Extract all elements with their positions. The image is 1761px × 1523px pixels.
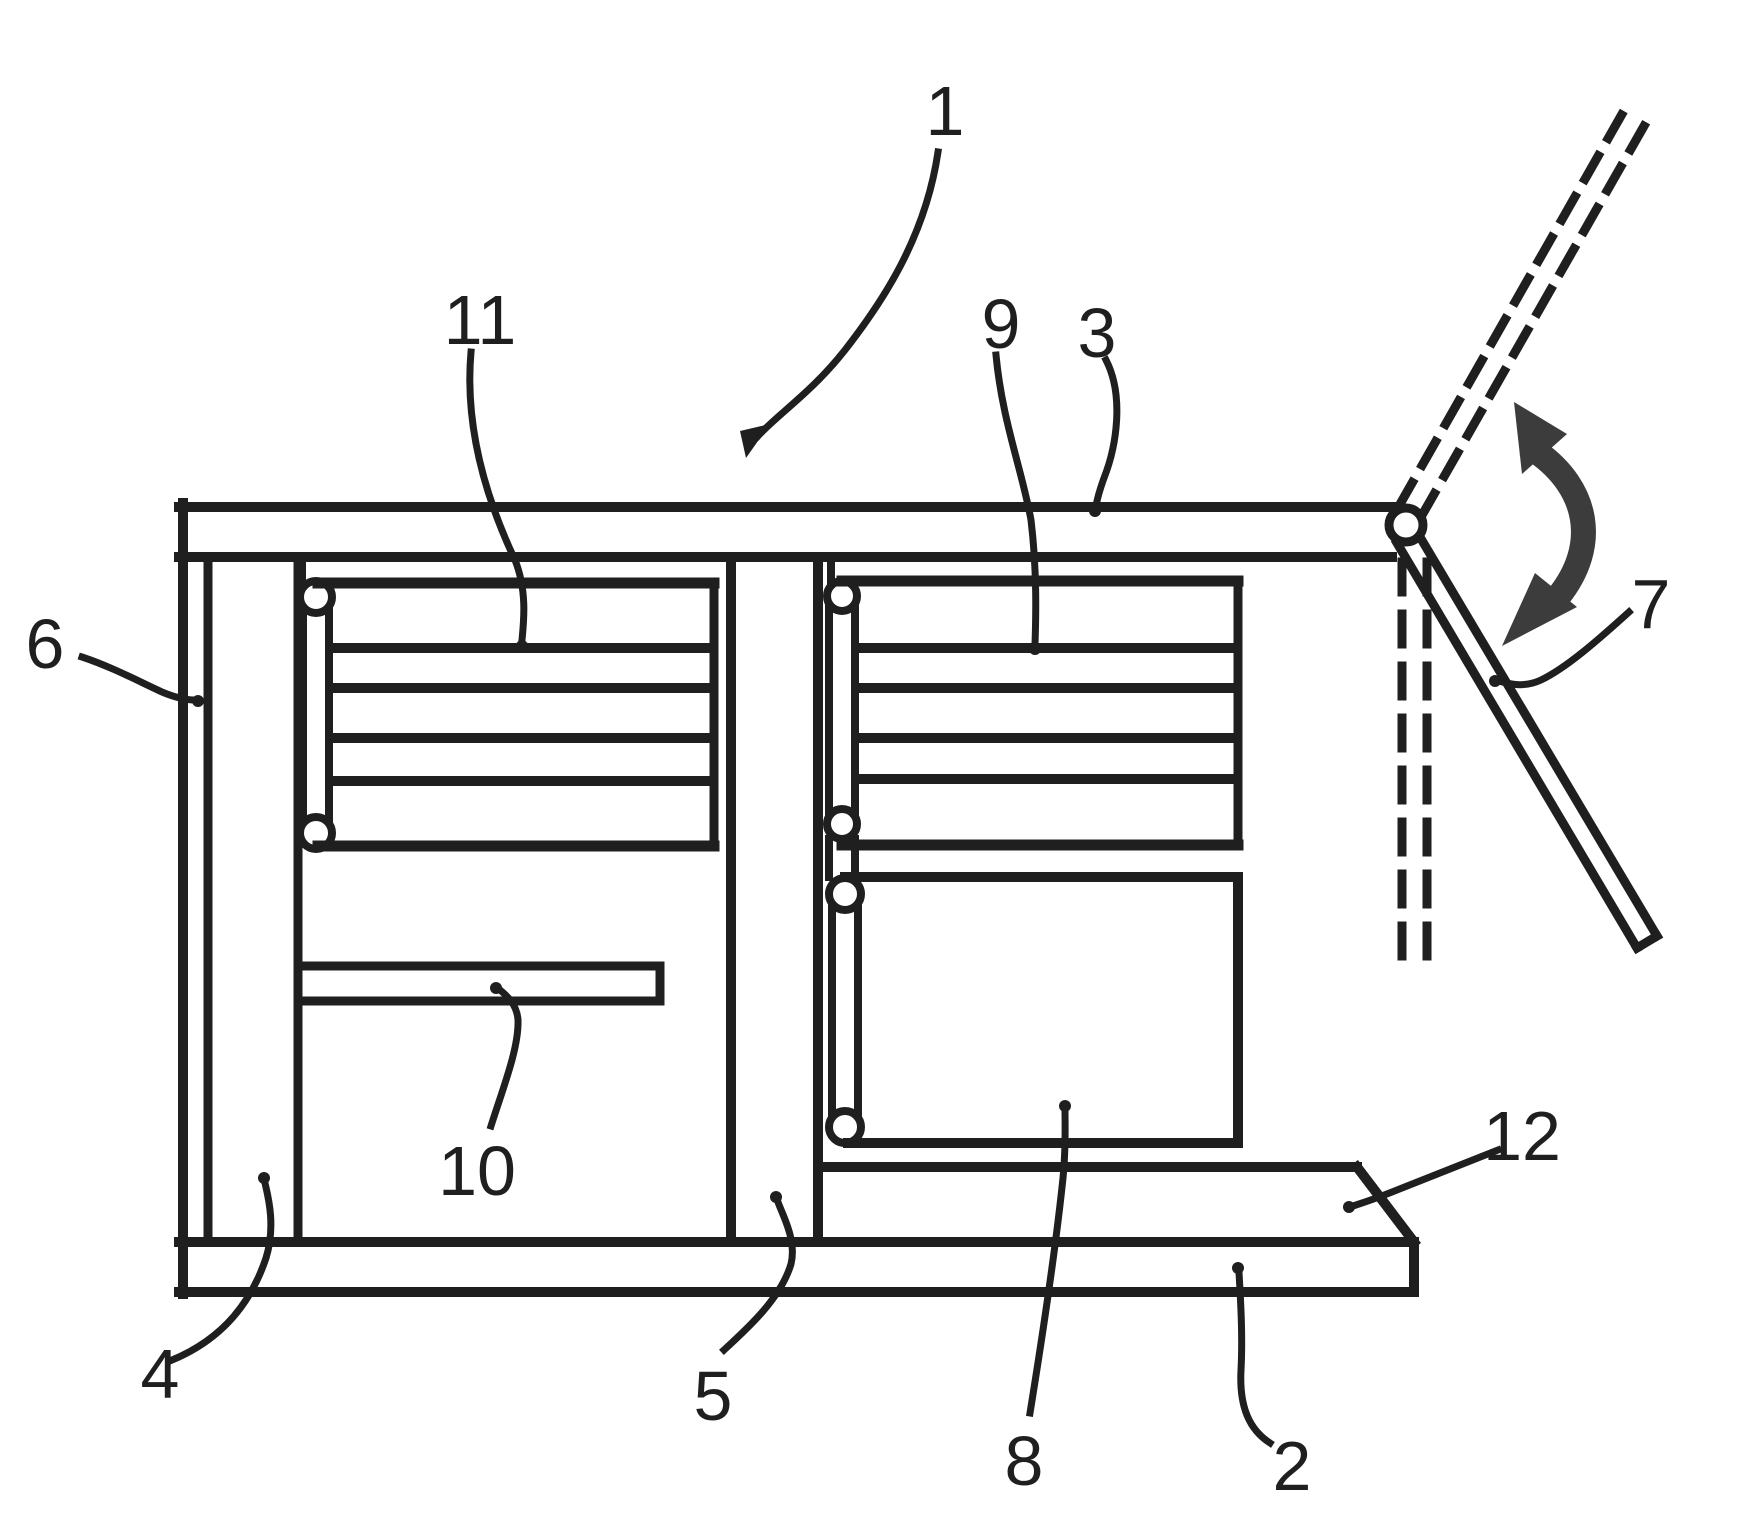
ref-label-8: 8 bbox=[1005, 1422, 1044, 1500]
leader-dot bbox=[1489, 675, 1501, 687]
leader-dot bbox=[490, 982, 502, 994]
leader-arrowhead-icon bbox=[740, 424, 770, 458]
leader-dot bbox=[516, 640, 528, 652]
ref-label-7: 7 bbox=[1632, 565, 1671, 643]
swing-arm-assembly bbox=[1384, 93, 1664, 973]
leader-line bbox=[1494, 607, 1634, 689]
pivot-roller-bottom bbox=[823, 805, 861, 843]
left-wall bbox=[178, 498, 213, 1299]
leader-line bbox=[1235, 1268, 1275, 1448]
cabinet-frame bbox=[174, 498, 1419, 1299]
leader-line bbox=[466, 348, 528, 644]
leader-2 bbox=[1232, 1262, 1275, 1448]
leader-line bbox=[1091, 355, 1121, 511]
slat-panel-left bbox=[296, 553, 720, 853]
leader-line bbox=[1348, 1145, 1503, 1211]
ref-label-5: 5 bbox=[694, 1357, 733, 1435]
ref-label-10: 10 bbox=[438, 1132, 516, 1210]
leader-line bbox=[719, 1197, 796, 1355]
leader-1 bbox=[740, 148, 942, 458]
center-divider bbox=[726, 552, 823, 1247]
leader-dot bbox=[1029, 643, 1041, 655]
arrow-arc bbox=[1519, 434, 1596, 615]
leader-dot bbox=[1232, 1262, 1244, 1274]
ref-label-1: 1 bbox=[926, 72, 965, 150]
panel-outline bbox=[840, 872, 1243, 1148]
leader-line bbox=[486, 985, 522, 1131]
arm-raised-dashed-line-1 bbox=[1392, 93, 1637, 513]
leader-dot bbox=[1059, 1100, 1071, 1112]
bottom-shelf-12 bbox=[817, 1159, 1422, 1250]
leader-12 bbox=[1343, 1145, 1503, 1213]
leader-10 bbox=[486, 982, 522, 1131]
arrow-head-up-icon bbox=[1514, 402, 1567, 474]
arm-end-cap bbox=[1630, 929, 1664, 955]
ref-label-9: 9 bbox=[982, 285, 1021, 363]
leader-lines bbox=[77, 148, 1634, 1448]
arm-solid-line-1 bbox=[1390, 536, 1644, 955]
panel-8 bbox=[825, 835, 1243, 1148]
leader-9 bbox=[992, 351, 1041, 655]
ref-label-12: 12 bbox=[1483, 1097, 1561, 1175]
leader-7 bbox=[1489, 607, 1634, 689]
arm-solid-line-2 bbox=[1410, 525, 1664, 943]
top-beam bbox=[174, 502, 1399, 562]
ref-label-2: 2 bbox=[1273, 1427, 1312, 1505]
leader-8 bbox=[1025, 1100, 1071, 1418]
arrow-head-down-icon bbox=[1502, 573, 1577, 646]
reference-labels: 1 2 3 4 5 6 7 8 9 10 11 12 bbox=[26, 72, 1671, 1505]
leader-line bbox=[77, 652, 198, 704]
shelf-slant-edge bbox=[1349, 1159, 1422, 1250]
leader-11 bbox=[466, 348, 528, 652]
leader-3 bbox=[1089, 355, 1121, 517]
leader-dot bbox=[1089, 505, 1101, 517]
leader-6 bbox=[77, 652, 204, 707]
swing-direction-arrow bbox=[1502, 402, 1596, 646]
slat-panel-right bbox=[823, 553, 1244, 851]
leader-dot bbox=[770, 1191, 782, 1203]
leader-line bbox=[167, 1178, 275, 1365]
leader-dot bbox=[192, 695, 204, 707]
shelf-10 bbox=[295, 961, 665, 1006]
leader-line bbox=[1025, 1106, 1069, 1418]
leader-4 bbox=[167, 1172, 275, 1365]
leader-5 bbox=[719, 1191, 796, 1355]
ref-label-6: 6 bbox=[26, 605, 65, 683]
leader-line bbox=[753, 148, 942, 441]
leader-dot bbox=[1343, 1201, 1355, 1213]
leader-line bbox=[992, 351, 1040, 648]
leader-dot bbox=[258, 1172, 270, 1184]
pivot-joint bbox=[1384, 503, 1428, 547]
arm-raised-dashed-line-2 bbox=[1414, 105, 1659, 524]
ref-label-11: 11 bbox=[444, 281, 517, 359]
bottom-beam bbox=[174, 1237, 1419, 1297]
ref-label-4: 4 bbox=[141, 1335, 180, 1413]
ref-label-3: 3 bbox=[1078, 294, 1117, 372]
